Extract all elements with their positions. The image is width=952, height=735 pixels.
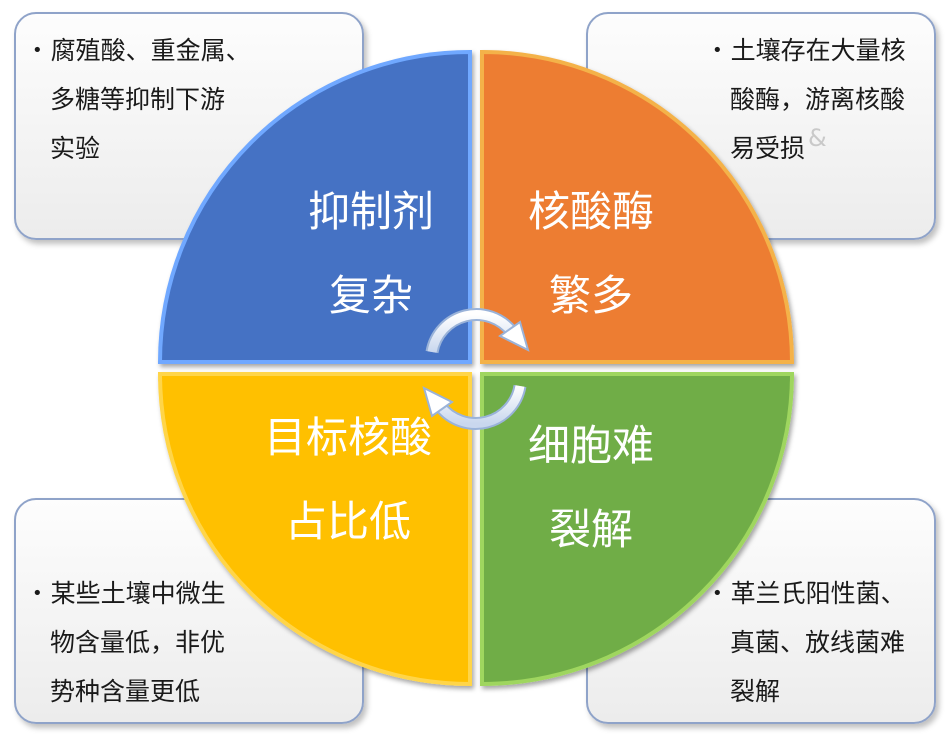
quadrant-label-top-right: 核酸酶 繁多 (496, 170, 686, 338)
note-line: 真菌、放线菌难 (730, 628, 906, 657)
quadrant-bottom-left (157, 372, 472, 687)
bullet-icon: • (712, 40, 723, 61)
quadrant-label-bottom-right: 细胞难 裂解 (496, 404, 686, 572)
quadrant-label-bottom-left: 目标核酸 占比低 (238, 396, 458, 564)
note-bottom-left: • 某些土壤中微生 物含量低，非优 势种含量更低 (32, 569, 226, 716)
note-line: 实验 (50, 134, 101, 163)
note-line: 裂解 (730, 677, 781, 706)
note-line: 物含量低，非优 (50, 628, 226, 657)
quadrant-label-top-left: 抑制剂 复杂 (276, 170, 466, 338)
label-line: 占比低 (284, 497, 411, 546)
note-line: 腐殖酸、重金属、 (50, 36, 251, 65)
note-top-right: • 土壤存在大量核 酸酶，游离核酸 易受损 (712, 26, 906, 173)
label-line: 裂解 (548, 505, 633, 554)
bullet-icon: • (712, 583, 723, 604)
label-line: 复杂 (328, 271, 413, 320)
note-line: 革兰氏阳性菌、 (730, 579, 906, 608)
note-line: 土壤存在大量核 (730, 36, 906, 65)
label-line: 抑制剂 (307, 187, 434, 236)
bullet-icon: • (32, 583, 43, 604)
note-top-left: • 腐殖酸、重金属、 多糖等抑制下游 实验 (32, 26, 251, 173)
label-line: 目标核酸 (263, 413, 432, 462)
note-line: 势种含量更低 (50, 677, 201, 706)
label-line: 细胞难 (527, 421, 654, 470)
note-bottom-right: • 革兰氏阳性菌、 真菌、放线菌难 裂解 (712, 569, 906, 716)
bullet-icon: • (32, 40, 43, 61)
note-line: 多糖等抑制下游 (50, 85, 226, 114)
faint-mark: & (808, 124, 827, 152)
quadrant-top-right (480, 49, 795, 364)
note-line: 某些土壤中微生 (50, 579, 226, 608)
note-line: 酸酶，游离核酸 (730, 85, 906, 114)
label-line: 核酸酶 (527, 187, 654, 236)
cycle-arrows-icon (422, 308, 530, 430)
note-line: 易受损 (730, 134, 806, 163)
quadrant-top-left (157, 49, 472, 364)
label-line: 繁多 (548, 271, 633, 320)
quadrant-bottom-right (480, 372, 795, 687)
